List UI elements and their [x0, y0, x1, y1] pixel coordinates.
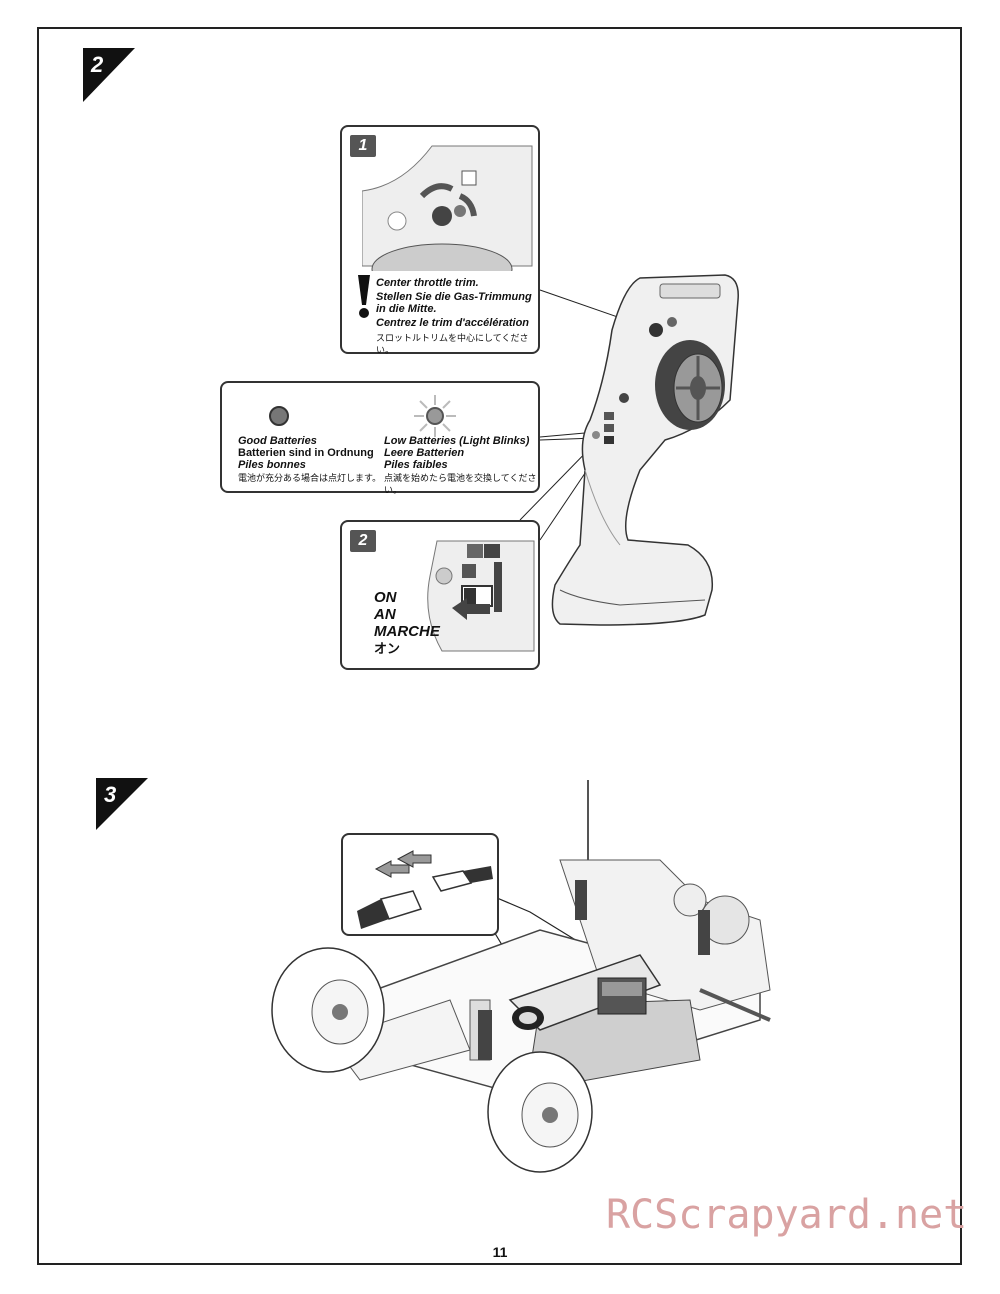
transmitter-illustration: [519, 274, 739, 626]
warning-line-jp: スロットルトリムを中心にしてください。: [376, 333, 529, 355]
good-batteries-en: Good Batteries: [238, 435, 317, 447]
switch-on-jp: オン: [374, 641, 401, 656]
switch-on-en: ON: [374, 589, 397, 606]
warning-line-en: Center throttle trim.: [376, 277, 479, 289]
watermark: RCScrapyard.net: [606, 1192, 968, 1238]
switch-closeup-illustration: [427, 540, 535, 652]
warning-line-de-2: in die Mitte.: [376, 303, 437, 315]
sub-step-badge: 2: [350, 530, 376, 552]
connector-illustration: [357, 850, 493, 929]
led-blinking-icon: [414, 395, 456, 437]
warning-exclamation-icon: [358, 275, 370, 318]
trim-closeup-illustration: [362, 145, 533, 271]
good-batteries-jp: 電池が充分ある場合は点灯します。: [238, 473, 382, 483]
led-off-icon: [269, 406, 289, 426]
good-batteries-fr: Piles bonnes: [238, 459, 306, 471]
step-badge-2: 2: [83, 48, 143, 103]
sub-step-badge: 1: [350, 135, 376, 157]
warning-line-fr: Centrez le trim d'accélération: [376, 317, 530, 329]
low-batteries-fr: Piles faibles: [384, 459, 448, 471]
switch-on-fr: MARCHE: [374, 623, 440, 640]
low-batteries-de: Leere Batterien: [384, 447, 465, 459]
callout-center-trim: 1 Center throttle trim. Stellen Sie die …: [340, 125, 540, 355]
switch-on-de: AN: [374, 606, 396, 623]
low-batteries-en: Low Batteries (Light Blinks): [384, 435, 530, 447]
low-batteries-jp: 点滅を始めたら電池を交換してください。: [384, 473, 537, 495]
good-batteries-de: Batterien sind in Ordnung: [238, 447, 374, 459]
callout-battery-connector: [341, 833, 499, 936]
callout-power-switch: 2 ON AN MARCHE オン: [340, 520, 540, 670]
callout-battery-indicator: Good Batteries Batterien sind in Ordnung…: [220, 381, 540, 495]
page-number: 11: [492, 1244, 508, 1260]
step-number: 2: [91, 52, 104, 77]
step-number: 3: [104, 782, 117, 807]
step-badge-3: 3: [96, 778, 156, 833]
warning-line-de-1: Stellen Sie die Gas-Trimmung: [376, 291, 532, 303]
page-border: [37, 27, 962, 1265]
